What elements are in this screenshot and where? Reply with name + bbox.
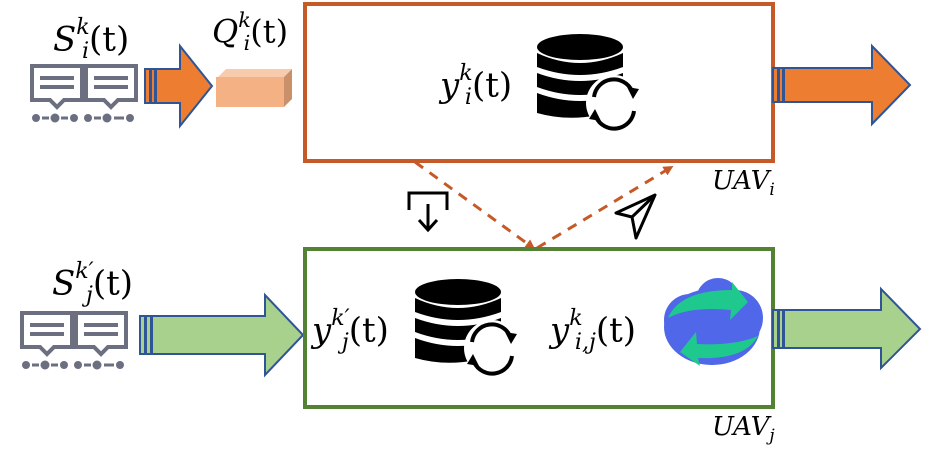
queue-label: Qki(t) xyxy=(212,8,289,55)
bottom-source-label: Sk′j(t) xyxy=(52,258,134,309)
paper-plane-icon xyxy=(614,193,657,240)
upload-link xyxy=(536,165,674,250)
download-icon xyxy=(407,191,449,233)
uav-i-label: UAVi xyxy=(712,166,775,199)
download-link xyxy=(414,160,536,250)
queue-buffer xyxy=(216,69,292,107)
uav-j-label: UAVj xyxy=(712,412,775,445)
bottom-input-arrow xyxy=(139,292,305,378)
uav-j-local-model-label: yk′j(t) xyxy=(312,305,389,356)
cloud-sync-icon xyxy=(664,278,763,366)
top-output-arrow xyxy=(772,43,912,127)
bottom-output-arrow xyxy=(772,286,922,371)
uav-i-model-label: yki(t) xyxy=(440,60,513,111)
top-source-label: Ski(t) xyxy=(53,14,130,65)
bottom-source-messages xyxy=(20,311,128,372)
top-source-messages xyxy=(30,64,138,125)
top-input-arrow xyxy=(144,43,214,129)
uav-j-shared-model-label: yki,j(t) xyxy=(550,305,637,356)
